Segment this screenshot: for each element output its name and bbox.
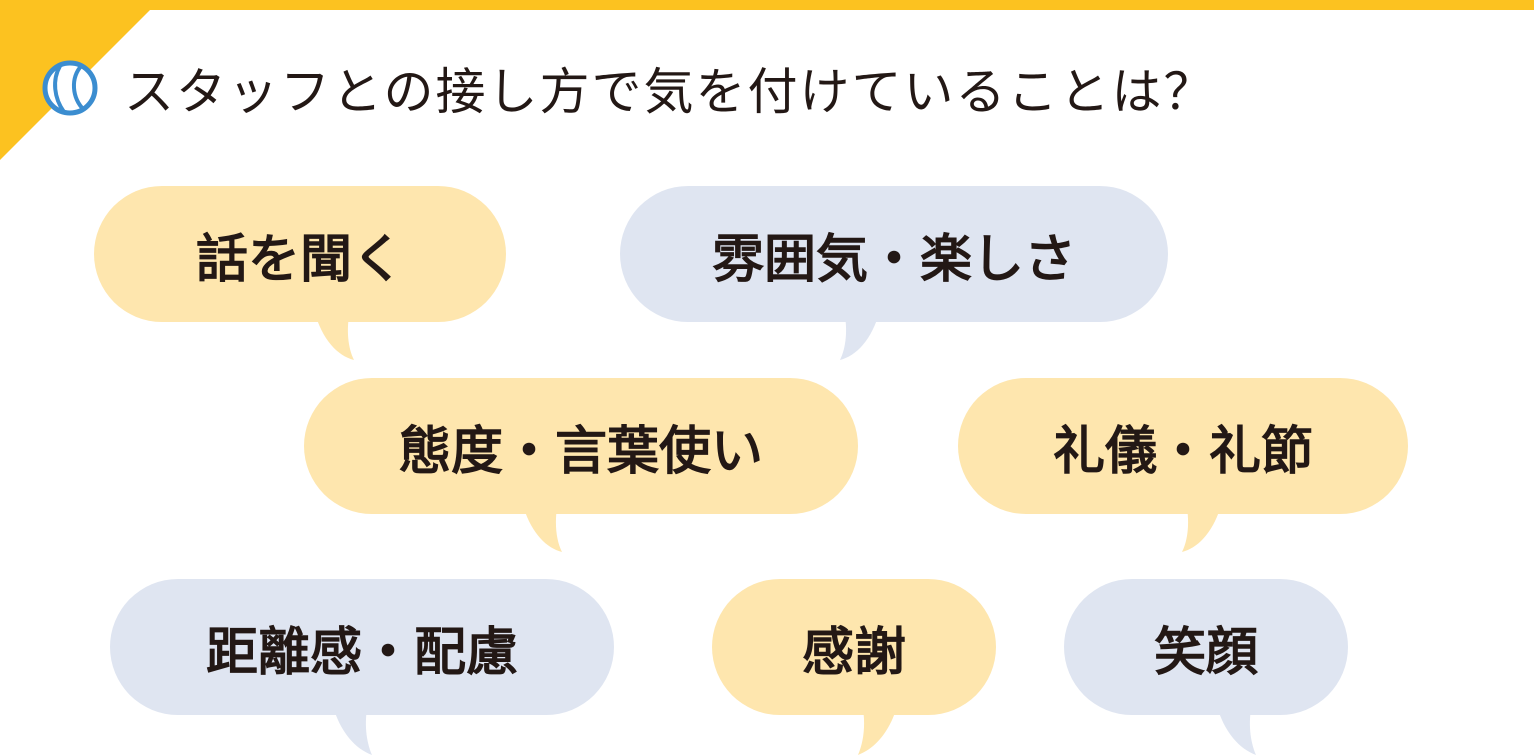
speech-bubble: 話を聞く bbox=[94, 186, 506, 322]
bubble-tail bbox=[840, 310, 880, 360]
page-title: スタッフとの接し方で気を付けていることは？ bbox=[124, 63, 1216, 121]
bubble-label: 雰囲気・楽しさ bbox=[711, 229, 1076, 290]
bubble-label: 礼儀・礼節 bbox=[1052, 421, 1313, 482]
speech-bubble: 感謝 bbox=[712, 579, 996, 715]
top-accent-bar bbox=[0, 0, 1534, 10]
bubble-tail bbox=[1216, 703, 1256, 755]
bubble-tail bbox=[858, 703, 898, 755]
speech-bubble: 礼儀・礼節 bbox=[958, 378, 1408, 514]
speech-bubble: 距離感・配慮 bbox=[110, 579, 614, 715]
page-header: スタッフとの接し方で気を付けていることは？ bbox=[40, 52, 1216, 124]
tennis-ball-icon bbox=[42, 60, 98, 116]
speech-bubble: 態度・言葉使い bbox=[304, 378, 858, 514]
bubble-tail bbox=[522, 502, 562, 552]
speech-bubble: 笑顔 bbox=[1064, 579, 1348, 715]
bubble-tail bbox=[1182, 502, 1222, 552]
bubble-label: 態度・言葉使い bbox=[398, 421, 763, 482]
bubble-label: 話を聞く bbox=[195, 229, 404, 290]
bubble-tail bbox=[332, 703, 372, 755]
bubble-tail bbox=[314, 310, 354, 360]
bubble-label: 感謝 bbox=[801, 622, 906, 683]
bubble-label: 笑顔 bbox=[1153, 622, 1258, 683]
bubble-label: 距離感・配慮 bbox=[205, 622, 518, 683]
speech-bubble: 雰囲気・楽しさ bbox=[620, 186, 1168, 322]
